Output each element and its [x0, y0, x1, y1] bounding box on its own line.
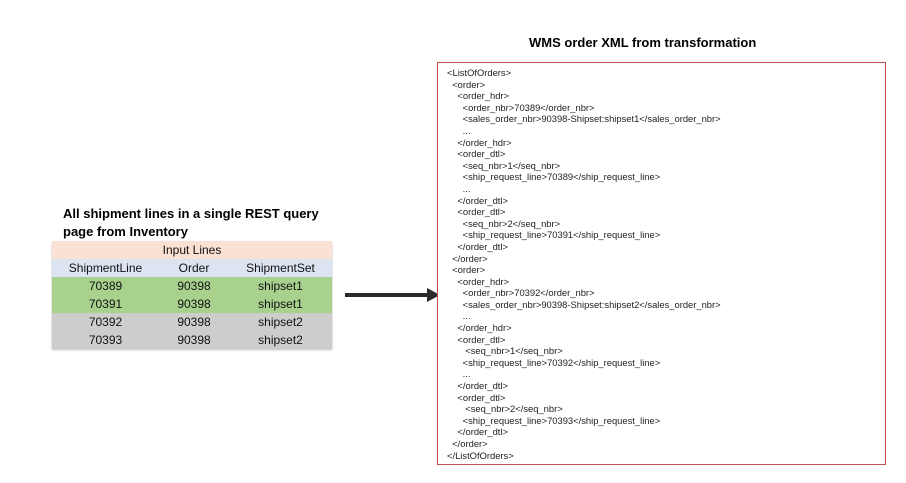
table-cell: 90398: [159, 313, 229, 331]
xml-line: </order_dtl>: [447, 194, 508, 206]
column-header-shipmentset: ShipmentSet: [229, 259, 332, 277]
xml-line: </order_dtl>: [447, 380, 508, 392]
xml-line: ...: [447, 124, 471, 136]
xml-line: <seq_nbr>2</seq_nbr>: [447, 217, 561, 229]
xml-line: </order>: [447, 438, 488, 449]
table-cell: 90398: [159, 277, 229, 295]
table-title: Input Lines: [52, 241, 332, 259]
xml-line: </order>: [447, 252, 488, 264]
xml-line: <order_dtl>: [447, 206, 506, 218]
xml-line: <order_dtl>: [447, 333, 506, 345]
xml-line: </order_hdr>: [447, 136, 512, 148]
xml-line: </ListOfOrders>: [447, 449, 514, 461]
inventory-caption-line1: All shipment lines in a single REST quer…: [63, 206, 319, 221]
table-cell: 70391: [52, 295, 159, 313]
xml-line: <seq_nbr>2</seq_nbr>: [447, 403, 563, 415]
xml-line: ...: [447, 182, 471, 194]
xml-line: <order_nbr>70389</order_nbr>: [447, 101, 595, 113]
xml-line: <order_dtl>: [447, 391, 506, 403]
input-lines-table: Input Lines ShipmentLine Order ShipmentS…: [52, 241, 332, 349]
table-cell: 70392: [52, 313, 159, 331]
xml-line: ...: [447, 368, 471, 380]
xml-line: ...: [447, 310, 471, 322]
xml-line: <order_dtl>: [447, 148, 506, 160]
right-arrow-icon: [345, 288, 440, 302]
xml-title: WMS order XML from transformation: [529, 35, 757, 50]
xml-line: <seq_nbr>1</seq_nbr>: [447, 159, 561, 171]
xml-line: <ship_request_line>70391</ship_request_l…: [447, 229, 661, 241]
table-cell: 70389: [52, 277, 159, 295]
xml-line: <seq_nbr>1</seq_nbr>: [447, 345, 563, 357]
table-row: 70392 90398 shipset2: [52, 313, 332, 331]
column-header-order: Order: [159, 259, 229, 277]
table-cell: shipset2: [229, 313, 332, 331]
xml-line: <sales_order_nbr>90398-Shipset:shipset2<…: [447, 298, 721, 310]
xml-line: </order_dtl>: [447, 240, 508, 252]
xml-line: <order>: [447, 78, 486, 90]
xml-line: <sales_order_nbr>90398-Shipset:shipset1<…: [447, 113, 721, 125]
xml-line: <order_nbr>70392</order_nbr>: [447, 287, 595, 299]
xml-line: <order>: [447, 264, 486, 276]
table-header-row: ShipmentLine Order ShipmentSet: [52, 259, 332, 277]
xml-line: </order_dtl>: [447, 426, 508, 438]
xml-line: <ListOfOrders>: [447, 67, 512, 78]
table-cell: shipset1: [229, 295, 332, 313]
table-cell: shipset2: [229, 331, 332, 349]
xml-line: <order_hdr>: [447, 90, 510, 102]
table-row: 70389 90398 shipset1: [52, 277, 332, 295]
inventory-caption-line2: page from Inventory: [63, 224, 188, 239]
table-row: 70393 90398 shipset2: [52, 331, 332, 349]
xml-line: <ship_request_line>70389</ship_request_l…: [447, 171, 661, 183]
table-cell: 70393: [52, 331, 159, 349]
table-title-row: Input Lines: [52, 241, 332, 259]
table-cell: shipset1: [229, 277, 332, 295]
xml-line: <order_hdr>: [447, 275, 510, 287]
table-cell: 90398: [159, 331, 229, 349]
xml-line: </order_hdr>: [447, 322, 512, 334]
column-header-shipmentline: ShipmentLine: [52, 259, 159, 277]
table-cell: 90398: [159, 295, 229, 313]
table-row: 70391 90398 shipset1: [52, 295, 332, 313]
xml-line: <ship_request_line>70392</ship_request_l…: [447, 356, 661, 368]
xml-line: <ship_request_line>70393</ship_request_l…: [447, 414, 661, 426]
xml-output-box: <ListOfOrders> <order> <order_hdr> <orde…: [437, 62, 886, 465]
inventory-caption: All shipment lines in a single REST quer…: [63, 205, 323, 241]
